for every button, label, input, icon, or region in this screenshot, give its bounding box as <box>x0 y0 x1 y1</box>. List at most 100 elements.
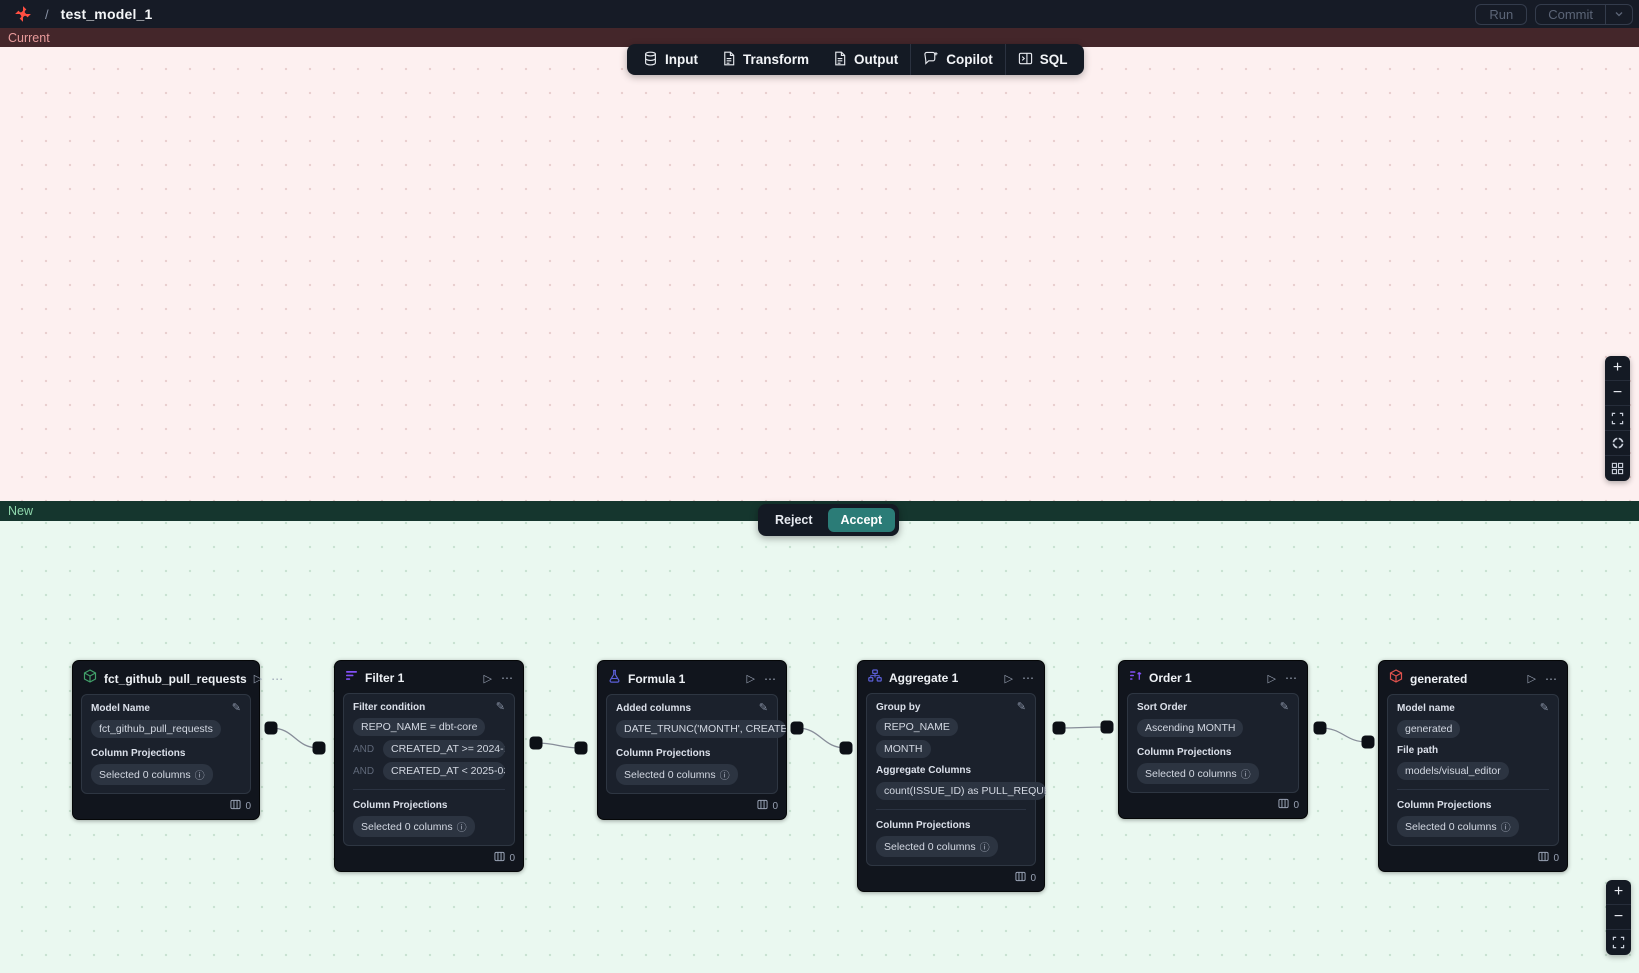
node-filter[interactable]: Filter 1 ▷ ⋯ Filter condition ✎ REPO_NAM… <box>334 660 524 872</box>
play-icon[interactable]: ▷ <box>1527 673 1536 685</box>
section-label: Group by <box>876 702 921 713</box>
ellipsis-menu-icon[interactable]: ⋯ <box>1285 671 1298 685</box>
current-section-bar: Current <box>0 28 1639 47</box>
value-pill[interactable]: fct_github_pull_requests <box>91 720 221 738</box>
filter-condition-pill[interactable]: CREATED_AT < 2025-03-01 <box>383 762 505 780</box>
node-toolbar: Input Transform <box>627 44 1084 75</box>
columns-icon <box>230 799 242 813</box>
node-header[interactable]: generated ▷ ⋯ <box>1379 661 1567 694</box>
toolbar-item-copilot[interactable]: Copilot <box>911 44 1005 75</box>
section-divider <box>1397 789 1549 790</box>
play-icon[interactable]: ▷ <box>253 673 263 685</box>
play-icon[interactable]: ▷ <box>1267 672 1276 685</box>
zoom-out-button[interactable]: − <box>1606 905 1631 930</box>
node-aggregate[interactable]: Aggregate 1 ▷ ⋯ Group by ✎ REPO_NAME MON… <box>857 660 1046 892</box>
model-name-pill[interactable]: generated <box>1397 720 1461 738</box>
node-title: generated <box>1410 671 1468 686</box>
toolbar-item-input[interactable]: Input <box>631 44 710 75</box>
chevron-down-icon[interactable] <box>1605 4 1632 24</box>
toolbar-item-transform[interactable]: Transform <box>710 44 821 75</box>
node-output-model[interactable]: generated ▷ ⋯ Model name ✎ generated Fil… <box>1378 660 1568 872</box>
edit-icon[interactable]: ✎ <box>1016 701 1026 713</box>
columns-icon <box>1538 851 1550 865</box>
node-header[interactable]: Formula 1 ▷ ⋯ <box>598 661 786 694</box>
node-formula[interactable]: Formula 1 ▷ ⋯ Added columns ✎ DATE_TRUNC… <box>597 660 787 820</box>
sort-order-pill[interactable]: Ascending MONTH <box>1137 719 1244 737</box>
columns-icon <box>757 799 769 813</box>
accept-button[interactable]: Accept <box>827 508 896 532</box>
section-label: Sort Order <box>1137 702 1188 713</box>
segmented-circle-icon[interactable] <box>1605 431 1630 456</box>
current-canvas[interactable]: Input Transform <box>0 44 1639 501</box>
file-path-pill[interactable]: models/visual_editor <box>1397 762 1509 780</box>
toolbar-item-sql[interactable]: SQL <box>1006 44 1080 75</box>
ellipsis-menu-icon[interactable]: ⋯ <box>1545 671 1558 686</box>
node-header[interactable]: Filter 1 ▷ ⋯ <box>335 661 523 693</box>
ellipsis-menu-icon[interactable]: ⋯ <box>271 671 285 686</box>
zoom-in-button[interactable]: + <box>1606 880 1631 905</box>
edit-icon[interactable]: ✎ <box>495 701 505 713</box>
edge-path <box>1319 727 1369 743</box>
ellipsis-menu-icon[interactable]: ⋯ <box>501 671 514 685</box>
play-icon[interactable]: ▷ <box>746 673 755 685</box>
toolbar-item-output[interactable]: Output <box>821 44 910 75</box>
play-icon[interactable]: ▷ <box>1004 672 1013 685</box>
ellipsis-menu-icon[interactable]: ⋯ <box>764 671 777 686</box>
document-icon <box>722 51 736 69</box>
aggregate-pill[interactable]: count(ISSUE_ID) as PULL_REQUEST_… <box>876 782 1046 800</box>
edit-icon[interactable]: ✎ <box>758 702 768 714</box>
column-count: 0 <box>772 800 778 812</box>
toolbar-item-label: Copilot <box>946 52 993 67</box>
toolbar-item-label: SQL <box>1039 52 1068 67</box>
edge-path <box>1058 726 1108 729</box>
connection-handle <box>1052 721 1066 735</box>
toolbar-item-label: Transform <box>743 52 810 67</box>
commit-button[interactable]: Commit <box>1548 6 1593 22</box>
group-by-pill[interactable]: REPO_NAME <box>876 718 958 736</box>
section-label: Added columns <box>616 703 692 714</box>
edit-icon[interactable]: ✎ <box>231 702 241 714</box>
connection-handle <box>264 721 278 735</box>
node-footer: 0 <box>73 794 259 819</box>
edit-icon[interactable]: ✎ <box>1539 702 1549 714</box>
node-source-model[interactable]: fct_github_pull_requests ▷ ⋯ Model Name … <box>72 660 283 820</box>
zoom-in-button[interactable]: + <box>1605 356 1630 381</box>
and-prefix: AND <box>353 765 375 777</box>
run-button[interactable]: Run <box>1475 3 1528 25</box>
node-title: fct_github_pull_requests <box>104 671 247 686</box>
node-header[interactable]: Order 1 ▷ ⋯ <box>1119 661 1307 693</box>
node-header[interactable]: fct_github_pull_requests ▷ ⋯ <box>73 661 283 694</box>
node-body: Group by ✎ REPO_NAME MONTH Aggregate Col… <box>866 693 1046 866</box>
filter-condition-pill[interactable]: REPO_NAME = dbt-core <box>353 718 486 736</box>
filter-condition-pill[interactable]: CREATED_AT >= 2024-12-01 <box>383 740 505 758</box>
ellipsis-menu-icon[interactable]: ⋯ <box>1022 671 1035 685</box>
node-header[interactable]: Aggregate 1 ▷ ⋯ <box>858 661 1044 693</box>
node-order[interactable]: Order 1 ▷ ⋯ Sort Order ✎ Ascending MONTH… <box>1118 660 1308 819</box>
commit-split-button[interactable]: Commit <box>1535 3 1633 25</box>
cube-icon <box>83 669 97 688</box>
new-canvas[interactable]: Reject Accept <box>0 504 1639 973</box>
fit-view-icon[interactable] <box>1605 406 1630 431</box>
fit-view-icon[interactable] <box>1606 930 1631 955</box>
edit-icon[interactable]: ✎ <box>1279 701 1289 713</box>
formula-pill[interactable]: DATE_TRUNC('MONTH', CREATED_AT… <box>616 720 786 738</box>
dbt-logo-icon[interactable] <box>13 4 33 24</box>
zoom-out-button[interactable]: − <box>1605 381 1630 406</box>
play-icon[interactable]: ▷ <box>483 672 492 685</box>
node-footer: 0 <box>858 866 1044 891</box>
section-label: Column Projections <box>616 748 711 759</box>
section-label: Filter condition <box>353 702 426 713</box>
reject-button[interactable]: Reject <box>762 508 826 532</box>
panel-icon <box>1018 51 1033 69</box>
group-by-pill[interactable]: MONTH <box>876 740 931 758</box>
grid-squares-icon[interactable] <box>1605 456 1630 481</box>
edge-path <box>270 727 320 749</box>
info-icon: ⓘ <box>1240 770 1251 781</box>
filter-icon <box>345 669 358 687</box>
